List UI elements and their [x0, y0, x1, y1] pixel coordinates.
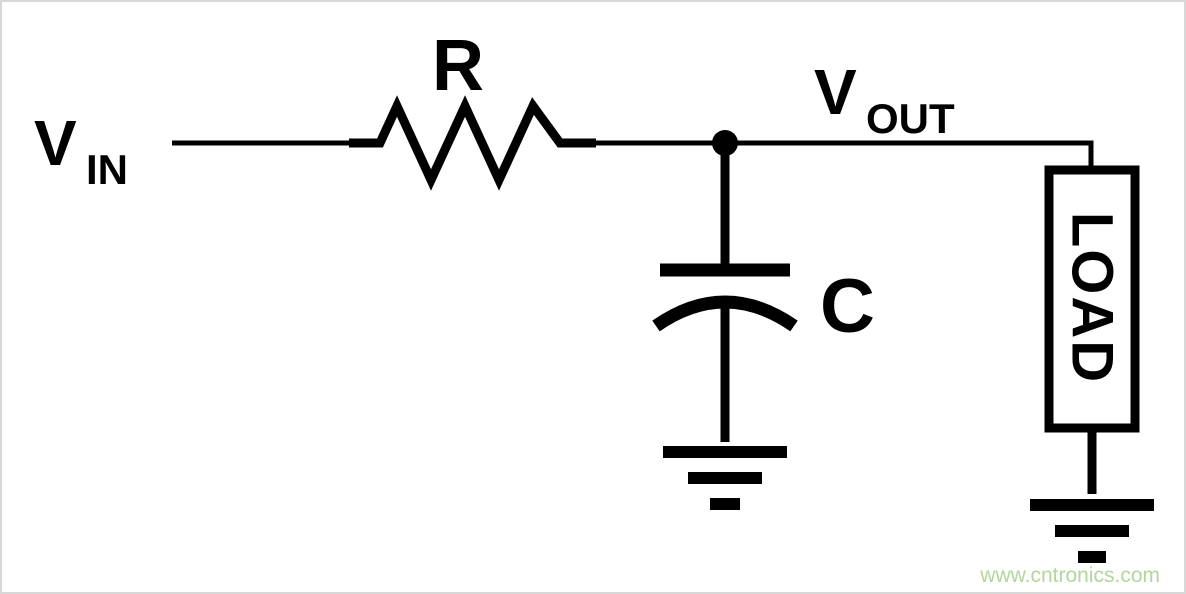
load-label: LOAD	[1060, 212, 1125, 384]
ground-symbol-capacitor	[663, 446, 787, 510]
junction-dot	[712, 130, 738, 156]
watermark-text: www.cntronics.com	[979, 564, 1160, 587]
vout-label-subscript: OUT	[866, 95, 955, 142]
capacitor-symbol	[652, 149, 798, 442]
ground-symbol-load	[1030, 499, 1154, 563]
vin-label-main: V	[34, 107, 77, 179]
capacitor-label: C	[820, 264, 875, 349]
resistor-label: R	[432, 26, 484, 106]
vout-label-main: V	[814, 56, 857, 128]
capacitor-curved-plate	[652, 295, 798, 332]
vin-label-subscript: IN	[86, 146, 128, 193]
output-wire	[596, 140, 1094, 170]
vout-label: V OUT	[814, 56, 955, 142]
resistor-symbol	[349, 95, 596, 191]
vin-label: V IN	[34, 107, 128, 193]
